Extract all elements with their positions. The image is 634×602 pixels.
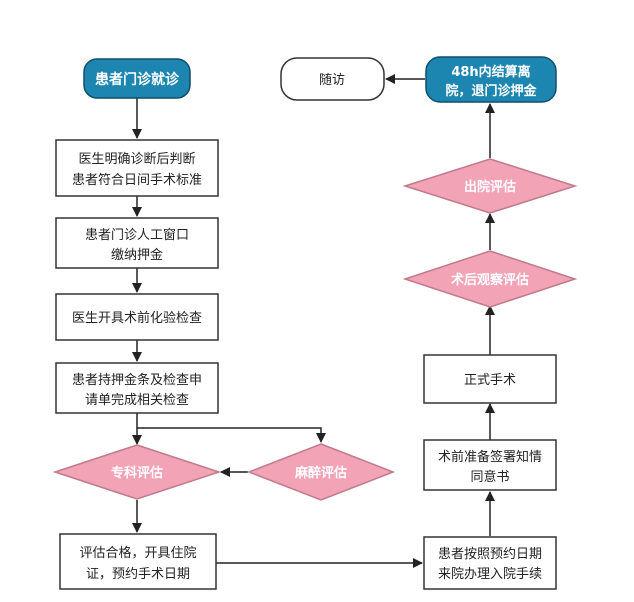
complete-tests-line1: 患者持押金条及检查申 <box>72 372 202 388</box>
start-label: 患者门诊就诊 <box>95 71 180 88</box>
decision-specialty: 专科评估 <box>52 444 222 500</box>
end-line2: 院，退门诊押金 <box>445 83 537 99</box>
node-consent: 术前准备签署知情 同意书 <box>423 439 557 491</box>
node-complete-tests: 患者持押金条及检查申 请单完成相关检查 <box>55 362 219 414</box>
diamond-shape <box>52 444 222 500</box>
followup-label: 随访 <box>319 73 345 88</box>
diagnosis-line1: 医生明确诊断后判断 <box>78 152 195 167</box>
admission-cert-line2: 证，预约手术日期 <box>86 567 190 582</box>
postop-label: 术后观察评估 <box>450 272 529 288</box>
consent-line2: 同意书 <box>470 469 509 485</box>
preop-tests-label: 医生开具术前化验检查 <box>72 310 202 326</box>
diamond-shape <box>402 158 578 214</box>
node-diagnosis: 医生明确诊断后判断 患者符合日间手术标准 <box>55 139 219 197</box>
decision-anesthesia: 麻醉评估 <box>246 443 396 501</box>
end-line1: 48h内结算离 <box>451 64 530 80</box>
diamond-shape <box>402 250 578 308</box>
diagnosis-line2: 患者符合日间手术标准 <box>72 172 202 188</box>
specialty-label: 专科评估 <box>111 465 163 481</box>
consent-line1: 术前准备签署知情 <box>438 449 542 465</box>
node-admission-cert: 评估合格，开具住院 证，预约手术日期 <box>59 533 217 590</box>
node-followup: 随访 <box>280 57 385 101</box>
anesthesia-label: 麻醉评估 <box>294 465 347 481</box>
complete-tests-line2: 请单完成相关检查 <box>85 393 189 408</box>
node-end: 48h内结算离 院，退门诊押金 <box>425 56 557 103</box>
deposit-line1: 患者门诊人工窗口 <box>85 227 189 243</box>
decision-discharge: 出院评估 <box>402 158 578 214</box>
deposit-line2: 缴纳押金 <box>111 247 163 263</box>
decision-postop: 术后观察评估 <box>402 250 578 308</box>
diamond-shape <box>246 443 396 501</box>
node-start: 患者门诊就诊 <box>83 58 191 99</box>
connectors <box>132 74 495 568</box>
terminal-shape <box>280 57 385 101</box>
surgery-label: 正式手术 <box>464 373 516 388</box>
admission-cert-line1: 评估合格，开具住院 <box>79 545 196 561</box>
terminal-shape <box>425 56 557 103</box>
node-deposit: 患者门诊人工窗口 缴纳押金 <box>55 217 219 269</box>
node-surgery: 正式手术 <box>423 354 557 404</box>
node-admission-procedure: 患者按照预约日期 来院办理入院手续 <box>423 536 557 590</box>
terminal-shape <box>83 58 191 99</box>
admission-procedure-line2: 来院办理入院手续 <box>438 567 542 582</box>
admission-procedure-line1: 患者按照预约日期 <box>438 547 542 562</box>
discharge-label: 出院评估 <box>464 179 516 195</box>
node-preop-tests: 医生开具术前化验检查 <box>55 293 219 341</box>
arrow-step4-to-anesthesia <box>137 427 326 443</box>
